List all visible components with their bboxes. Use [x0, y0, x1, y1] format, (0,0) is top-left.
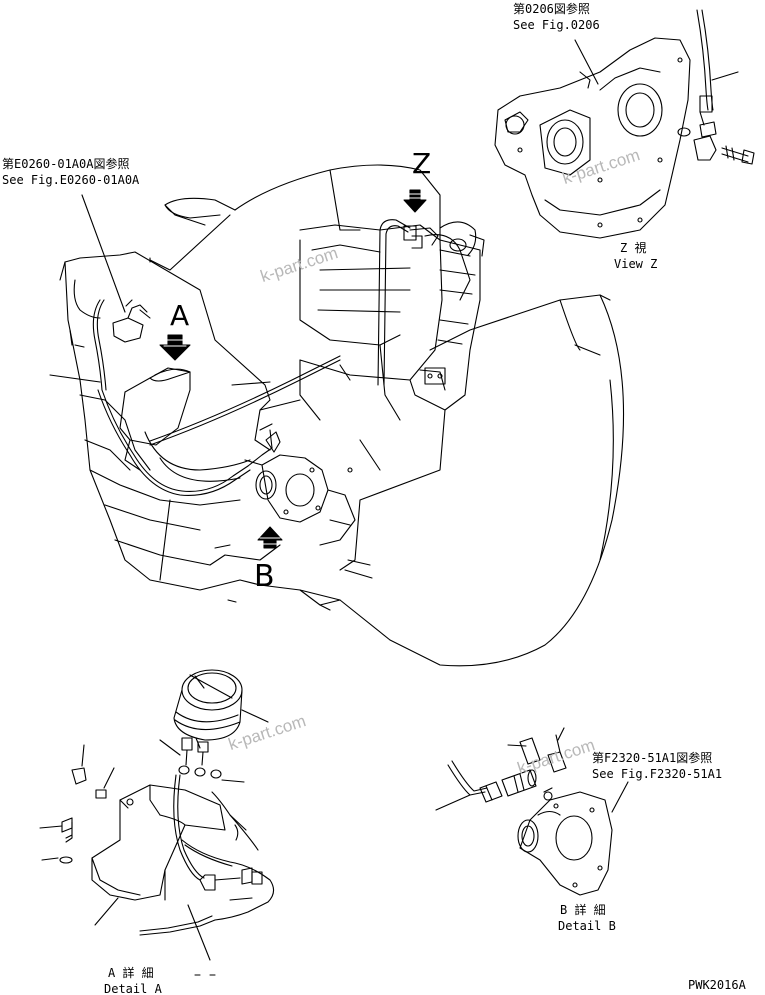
- arrow-z: [404, 190, 426, 212]
- callout-figF2320-en: See Fig.F2320-51A1: [592, 767, 723, 781]
- leader-f2320: [612, 782, 628, 812]
- callout-figE0260-en: See Fig.E0260-01A0A: [2, 173, 140, 187]
- callout-fig0206-jp: 第0206図参照: [513, 2, 590, 16]
- detail-a-caption-en: Detail A: [104, 982, 162, 995]
- view-z-housing: [495, 10, 754, 238]
- view-letter-b: B: [254, 559, 275, 594]
- detail-b-drawing: [436, 728, 612, 895]
- arrow-a: [160, 335, 190, 360]
- engine-assembly: [50, 165, 624, 666]
- detail-b-caption-jp: B 詳 細: [560, 903, 606, 917]
- leader-e0260: [82, 195, 125, 312]
- view-z-caption-en: View Z: [614, 257, 658, 271]
- callout-fig0206-en: See Fig.0206: [513, 18, 600, 32]
- view-z-caption-jp: Z 視: [620, 241, 647, 255]
- view-letter-z: Z: [412, 147, 432, 180]
- detail-a-caption-jp: A 詳 細: [108, 966, 154, 980]
- arrow-b: [258, 527, 282, 548]
- callout-figE0260-jp: 第E0260-01A0A図参照: [2, 157, 130, 171]
- drawing-number: PWK2016A: [688, 978, 746, 992]
- detail-a-drawing: [40, 670, 274, 975]
- detail-b-caption-en: Detail B: [558, 919, 616, 933]
- callout-figF2320-jp: 第F2320-51A1図参照: [592, 751, 713, 765]
- view-letter-a: A: [170, 299, 190, 332]
